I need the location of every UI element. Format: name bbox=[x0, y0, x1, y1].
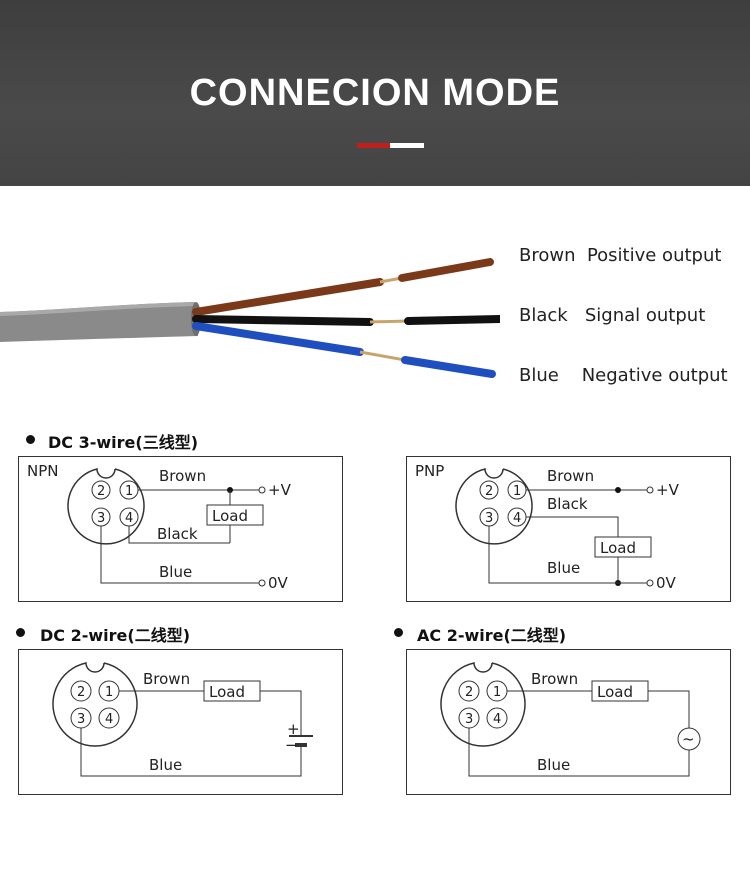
dc2-diagram: 2 1 3 4 Brown Load + − Blue bbox=[18, 649, 343, 795]
svg-text:1: 1 bbox=[493, 685, 501, 700]
npn-vplus-label: +V bbox=[268, 481, 292, 499]
svg-text:3: 3 bbox=[465, 712, 473, 727]
connector-icon bbox=[52, 662, 138, 747]
brown-wire bbox=[192, 278, 384, 316]
dc2-minus-label: − bbox=[285, 736, 298, 754]
dc2-load-label: Load bbox=[209, 683, 245, 701]
svg-text:4: 4 bbox=[513, 511, 521, 526]
pnp-diagram: PNP 2 1 3 4 Brown +V Black Load Blue 0V bbox=[406, 456, 731, 602]
blue-wire-label: Blue Negative output bbox=[519, 365, 728, 386]
svg-text:4: 4 bbox=[105, 712, 113, 727]
dc2-plus-label: + bbox=[287, 720, 300, 738]
npn-load-label: Load bbox=[212, 507, 248, 525]
bullet-icon bbox=[16, 628, 25, 637]
pnp-type-label: PNP bbox=[415, 462, 444, 480]
connector-icon bbox=[440, 662, 526, 747]
svg-text:1: 1 bbox=[105, 685, 113, 700]
dc2-brown-label: Brown bbox=[143, 670, 190, 688]
header-banner: CONNECION MODE bbox=[0, 0, 750, 186]
cable-illustration bbox=[0, 258, 500, 378]
svg-text:2: 2 bbox=[77, 685, 85, 700]
brown-wire-label: Brown Positive output bbox=[519, 245, 722, 266]
svg-text:3: 3 bbox=[77, 712, 85, 727]
svg-text:2: 2 bbox=[465, 685, 473, 700]
title-underline-red bbox=[357, 143, 390, 148]
pnp-vplus-label: +V bbox=[656, 481, 680, 499]
bullet-icon bbox=[26, 435, 35, 444]
svg-text:4: 4 bbox=[493, 712, 501, 727]
npn-zero-label: 0V bbox=[268, 574, 289, 592]
dc2-blue-label: Blue bbox=[149, 756, 182, 774]
brown-wire-tip bbox=[398, 258, 494, 282]
pnp-brown-label: Brown bbox=[547, 467, 594, 485]
svg-text:2: 2 bbox=[485, 484, 493, 499]
npn-diagram: NPN 2 1 3 4 Brown +V Load Black Blue 0V bbox=[18, 456, 343, 602]
section-title-dc2: DC 2-wire(二线型) bbox=[40, 626, 191, 645]
blue-wire-tip bbox=[401, 356, 496, 378]
blue-wire bbox=[192, 322, 364, 356]
pnp-blue-label: Blue bbox=[547, 559, 580, 577]
black-wire-tip bbox=[404, 315, 500, 325]
pnp-load-label: Load bbox=[600, 539, 636, 557]
ac2-brown-label: Brown bbox=[531, 670, 578, 688]
svg-text:3: 3 bbox=[97, 511, 105, 526]
svg-text:4: 4 bbox=[125, 511, 133, 526]
npn-blue-label: Blue bbox=[159, 563, 192, 581]
section-title-ac2: AC 2-wire(二线型) bbox=[417, 626, 567, 645]
ac2-blue-label: Blue bbox=[537, 756, 570, 774]
black-wire bbox=[192, 315, 374, 326]
connector-icon bbox=[67, 468, 145, 545]
svg-text:3: 3 bbox=[485, 511, 493, 526]
npn-brown-label: Brown bbox=[159, 467, 206, 485]
ac2-diagram: 2 1 3 4 Brown Load ~ Blue bbox=[406, 649, 731, 795]
svg-text:2: 2 bbox=[97, 484, 105, 499]
bullet-icon bbox=[394, 628, 403, 637]
page-title: CONNECION MODE bbox=[189, 72, 561, 114]
npn-black-label: Black bbox=[157, 525, 198, 543]
ac2-source-label: ~ bbox=[682, 730, 695, 748]
connector-icon bbox=[455, 468, 533, 545]
pnp-black-label: Black bbox=[547, 495, 588, 513]
npn-type-label: NPN bbox=[27, 462, 59, 480]
black-wire-label: Black Signal output bbox=[519, 305, 706, 326]
ac2-load-label: Load bbox=[597, 683, 633, 701]
svg-text:1: 1 bbox=[513, 484, 521, 499]
pnp-zero-label: 0V bbox=[656, 574, 677, 592]
svg-text:1: 1 bbox=[125, 484, 133, 499]
title-underline-white bbox=[390, 143, 424, 148]
section-title-dc3: DC 3-wire(三线型) bbox=[48, 433, 199, 452]
